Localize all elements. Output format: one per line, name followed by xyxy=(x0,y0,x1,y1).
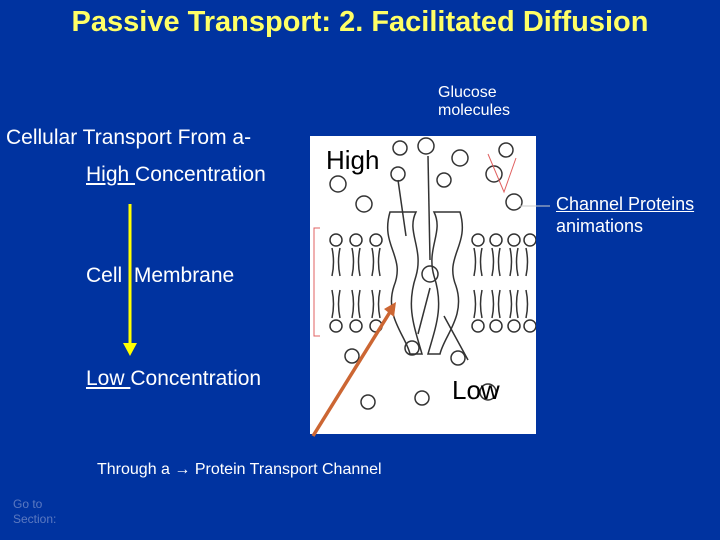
pointer-arrow xyxy=(311,311,392,437)
glucose-label-line-2: molecules xyxy=(438,102,511,119)
slide-title: Passive Transport: 2. Facilitated Diffus… xyxy=(71,6,649,38)
glucose-molecule xyxy=(404,340,420,356)
go-to-section-button[interactable]: Go to Section: xyxy=(13,497,56,527)
cellular-transport-label: Cellular Transport From a- xyxy=(6,126,252,149)
pointer-arrow-head xyxy=(384,302,396,317)
glucose-molecule xyxy=(450,350,466,366)
channel-proteins-link-text[interactable]: Channel Proteins xyxy=(556,194,695,214)
glucose-molecule xyxy=(498,142,514,158)
high-word: High xyxy=(86,163,136,186)
protein-transport-channel-label: Through a → Protein Transport Channel xyxy=(97,461,382,478)
glucose-molecule xyxy=(414,390,430,406)
high-region-label: High xyxy=(326,145,379,175)
channel-protein-right xyxy=(427,211,464,355)
glucose-molecule xyxy=(360,394,376,410)
low-word: Low xyxy=(86,367,131,390)
glucose-molecule xyxy=(392,140,408,156)
section-label[interactable]: Section: xyxy=(13,512,57,526)
glucose-molecule xyxy=(355,195,373,213)
go-to-label[interactable]: Go to xyxy=(13,497,43,511)
glucose-molecule xyxy=(421,265,439,283)
glucose-molecule xyxy=(436,172,452,188)
channel-protein-left xyxy=(386,211,423,355)
low-concentration-label: Low Concentration xyxy=(86,367,261,391)
low-region-label: Low xyxy=(452,375,500,405)
low-concentration-rest: Concentration xyxy=(130,367,262,390)
glucose-molecule xyxy=(344,348,360,364)
glucose-molecule xyxy=(485,165,503,183)
cell-membrane-label: Cell Membrane xyxy=(86,264,235,287)
membrane-diagram-svg: High Low xyxy=(313,137,536,410)
high-concentration-label: High Concentration xyxy=(86,163,266,187)
channel-proteins-link[interactable]: Channel Proteins animations xyxy=(556,193,694,237)
glucose-label: Glucose molecules xyxy=(438,84,510,120)
animations-label: animations xyxy=(556,216,644,236)
glucose-molecule xyxy=(329,175,347,193)
down-arrow-head xyxy=(123,343,137,356)
high-concentration-rest: Concentration xyxy=(135,163,266,186)
glucose-molecule xyxy=(479,383,497,401)
membrane-diagram: High Low xyxy=(310,136,536,434)
glucose-molecule xyxy=(417,137,435,155)
glucose-molecule xyxy=(451,149,469,167)
glucose-label-line-1: Glucose xyxy=(438,84,497,101)
glucose-molecule xyxy=(505,193,523,211)
